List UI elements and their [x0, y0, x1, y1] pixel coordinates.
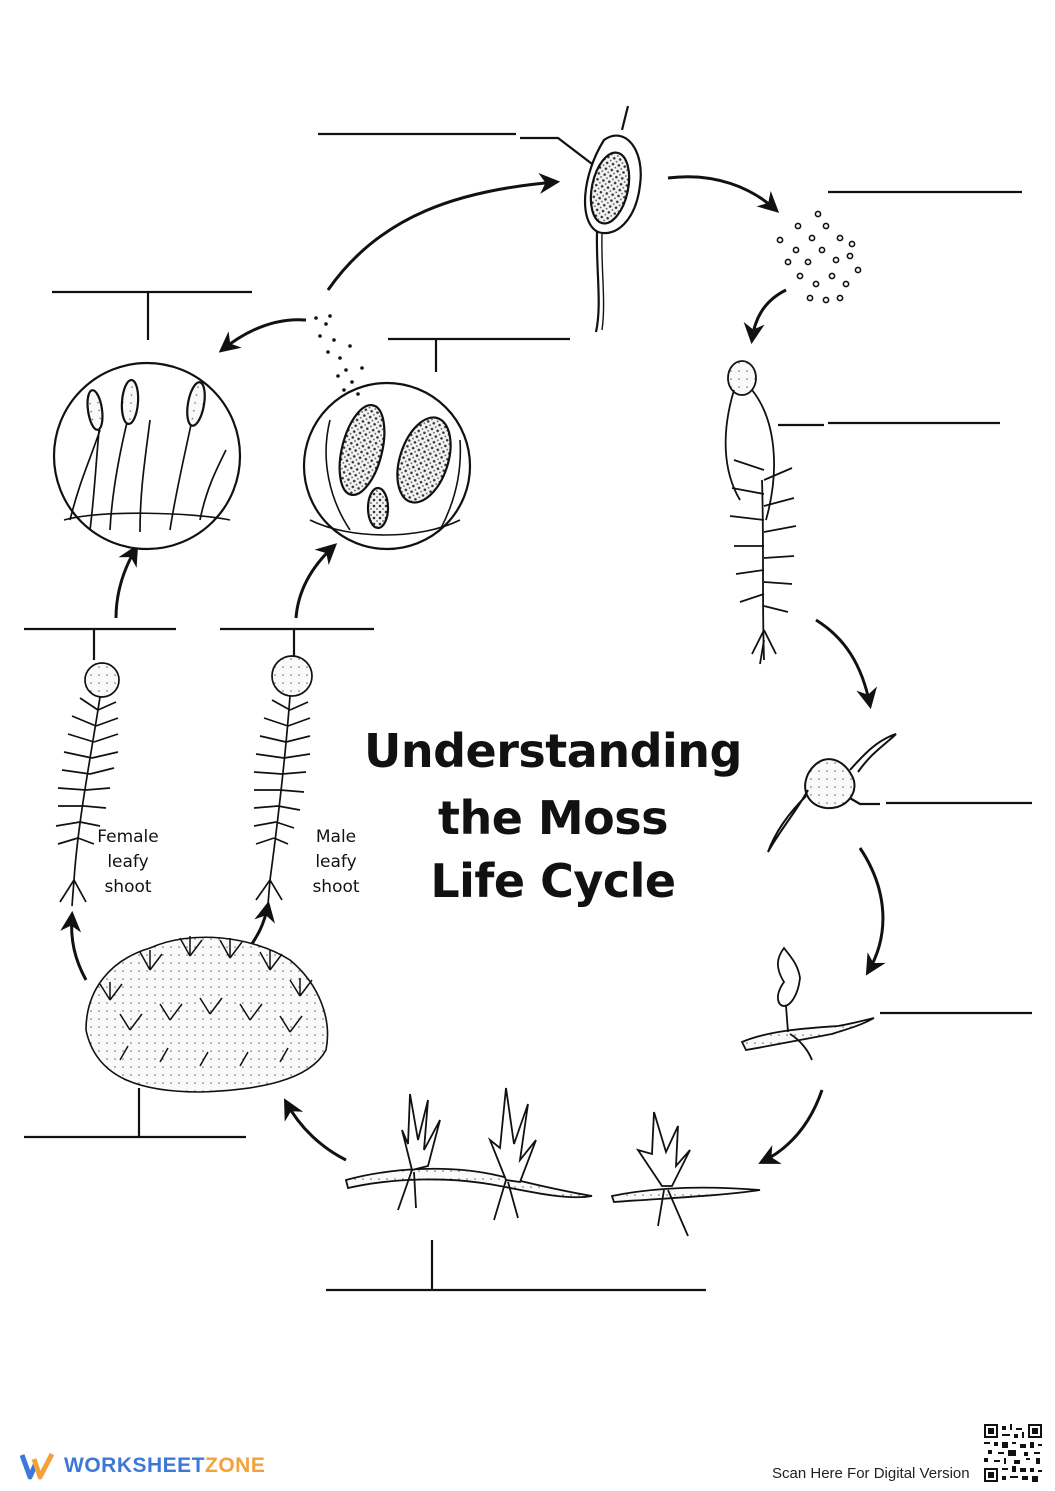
young-shoot-2: [487, 1087, 537, 1221]
arrow-sporophyte-down: [815, 618, 877, 710]
title-line-1: Understanding: [364, 724, 742, 778]
arrow-protonema-to-young: [758, 1089, 824, 1164]
title-line-3: Life Cycle: [430, 854, 676, 908]
blank-capsule[interactable]: [318, 132, 601, 171]
brand-name: WORKSHEETZONE: [64, 1454, 265, 1478]
cycle-arrows: [60, 172, 886, 1164]
female-shoot-label: Female leafy shoot: [82, 825, 174, 900]
blank-young-gametophytes[interactable]: [326, 1240, 706, 1292]
arrow-clump-to-female: [60, 910, 88, 981]
arrow-to-archegonia-circle: [218, 318, 307, 353]
arrow-to-capsule: [326, 172, 561, 291]
sperm-release-illustration: [314, 314, 364, 396]
arrow-to-protonema: [858, 847, 886, 976]
blank-archegonia[interactable]: [52, 290, 252, 340]
blank-female-shoot[interactable]: [24, 627, 176, 660]
qr-code-icon[interactable]: [984, 1424, 1042, 1482]
germinating-spore-illustration: [767, 733, 897, 853]
brand-name-part2: ZONE: [205, 1454, 266, 1477]
protonema-illustration: [740, 946, 875, 1061]
blank-moss-clump[interactable]: [24, 1088, 246, 1139]
worksheetzone-logo-icon: [20, 1452, 55, 1480]
female-shoot-label-line2: leafy shoot: [104, 852, 152, 897]
male-shoot-label: Male leafy shoot: [290, 825, 382, 900]
arrow-spores-to-sporophyte: [743, 288, 787, 345]
capsule-illustration: [583, 105, 642, 333]
title-line-2: the Moss: [437, 791, 669, 845]
female-shoot-label-line1: Female: [97, 827, 159, 847]
sporophyte-leaves: [729, 459, 797, 613]
male-shoot-label-line1: Male: [315, 827, 357, 847]
blank-male-shoot[interactable]: [220, 627, 374, 656]
young-shoot-1: [397, 1093, 441, 1211]
label-blank-lines: [24, 132, 1032, 1292]
blank-antheridia[interactable]: [388, 337, 570, 372]
antheridia-circle-illustration: [302, 381, 472, 551]
female-shoot-illustration: [55, 662, 120, 907]
arrow-female-to-archegonia: [114, 544, 139, 619]
blank-sporophyte[interactable]: [778, 421, 1000, 427]
brand-name-part1: WORKSHEET: [64, 1454, 205, 1477]
male-shoot-illustration: [253, 655, 313, 905]
young-gametophytes-illustration: [344, 1087, 761, 1237]
footer-brand[interactable]: WORKSHEETZONE: [20, 1448, 265, 1484]
young-shoot-3: [635, 1111, 691, 1237]
arrow-young-to-clump: [284, 1098, 347, 1162]
moss-clump-illustration: [85, 936, 329, 1093]
blank-germinating-spore[interactable]: [835, 789, 1032, 806]
arrow-male-to-antheridia: [294, 543, 338, 619]
archegonia-circle-illustration: [52, 361, 242, 551]
spores-illustration: [776, 210, 862, 304]
sporophyte-illustration: [724, 360, 797, 665]
male-shoot-label-line2: leafy shoot: [312, 852, 360, 897]
arrow-capsule-to-spores: [667, 175, 780, 213]
scan-instruction: Scan Here For Digital Version: [772, 1465, 970, 1482]
